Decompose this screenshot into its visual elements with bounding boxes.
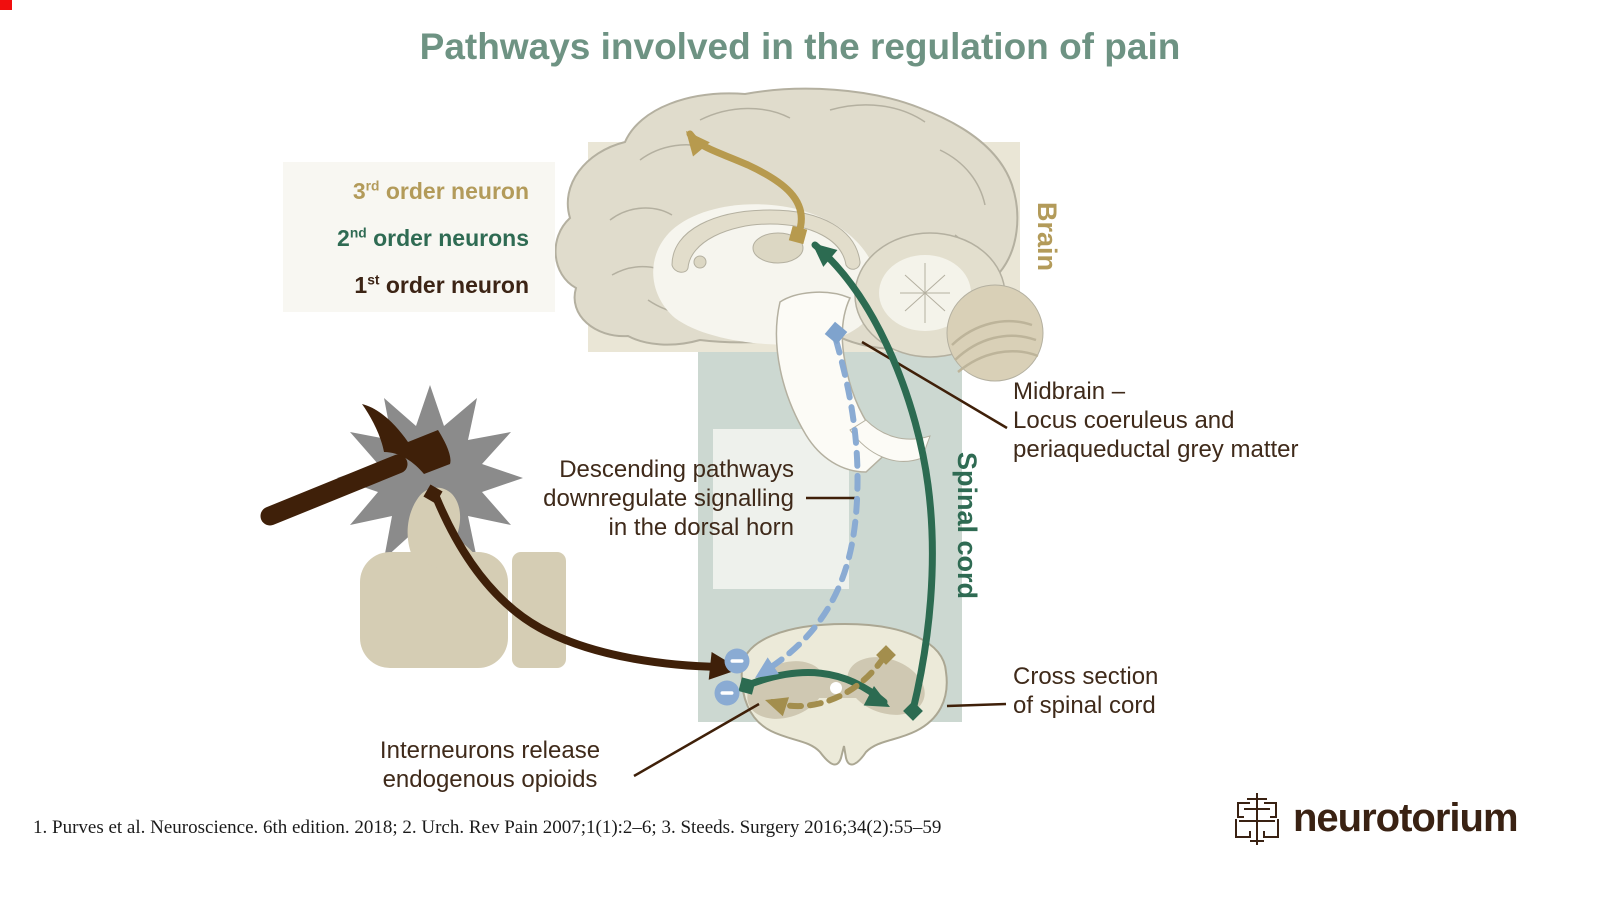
descending-annotation: Descending pathways downregulate signall… — [543, 456, 794, 541]
legend-first-order: 1st order neuron — [354, 272, 529, 298]
spinal-cord-cross-section — [740, 622, 948, 766]
interneuron-leader-line — [633, 702, 760, 778]
midbrain-annotation: Midbrain – Locus coeruleus and periaqued… — [1013, 378, 1299, 463]
central-canal — [830, 682, 842, 694]
hammer-icon — [260, 404, 451, 526]
logo-wordmark: neurotorium — [1293, 795, 1519, 840]
legend-third-order: 3rd order neuron — [352, 178, 529, 204]
red-corner-marker — [0, 0, 12, 10]
interneurons-annotation: Interneurons release endogenous opioids — [379, 737, 601, 793]
grey-matter — [747, 657, 925, 719]
thumbs-up-hand-icon — [360, 487, 566, 668]
corpus-callosum — [671, 209, 861, 273]
third-order-neuron-path — [686, 130, 808, 245]
thalamus — [752, 232, 804, 264]
legend-second-order: 2nd order neurons — [337, 225, 529, 251]
citation-footer: 1. Purves et al. Neuroscience. 6th editi… — [33, 817, 942, 838]
midbrain-leader-line — [861, 340, 1008, 430]
brainstem — [775, 291, 894, 473]
starburst-icon — [337, 385, 523, 571]
spinal-cord-region-label: Spinal cord — [952, 452, 982, 600]
brain-region-band — [588, 142, 1020, 352]
neurotorium-logo: neurotorium — [1229, 790, 1519, 846]
cross-section-leader-line — [946, 702, 1007, 708]
brain-region-label: Brain — [1032, 202, 1062, 272]
interneuron-path — [765, 645, 896, 717]
legend: 3rd order neuron 2nd order neurons 1st o… — [283, 162, 555, 312]
brain-illustration-icon — [554, 87, 1044, 473]
page-title: Pathways involved in the regulation of p… — [419, 26, 1181, 67]
cross-section-annotation: Cross section of spinal cord — [1013, 663, 1159, 719]
neurotorium-brain-icon — [1235, 793, 1279, 845]
minus-circle-icon — [714, 648, 750, 706]
cerebellum — [854, 232, 1044, 382]
pain-stimulus-illustration — [260, 385, 566, 668]
